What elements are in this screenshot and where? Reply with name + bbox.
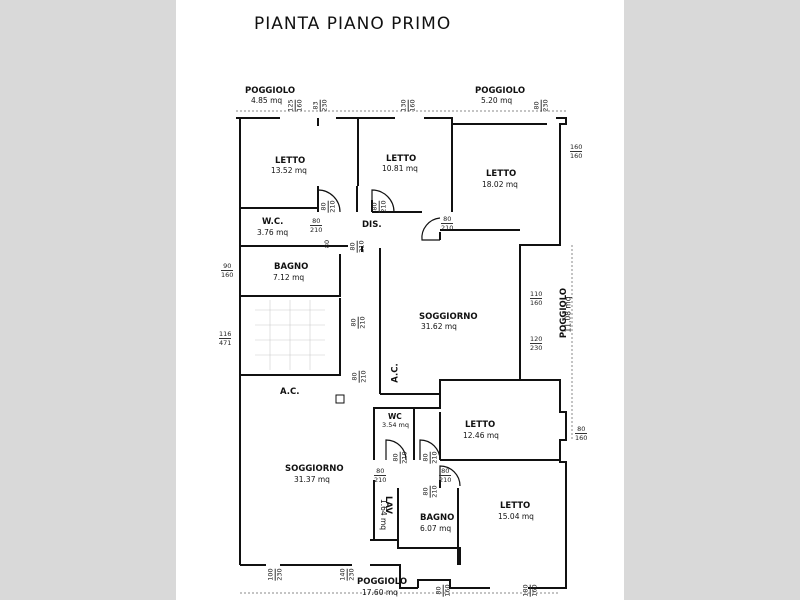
- room-soggiorno-1-name: SOGGIORNO: [419, 312, 478, 322]
- room-bagno-1-area: 7.12 mq: [273, 273, 305, 282]
- room-ac-2-name: A.C.: [280, 387, 300, 397]
- balcony-s-area: 17.60 mq: [362, 588, 398, 597]
- plan-title: PIANTA PIANO PRIMO: [254, 14, 452, 34]
- room-letto-1-area: 13.52 mq: [271, 166, 307, 175]
- room-wc-2-area: 3.54 mq: [382, 421, 409, 429]
- balcony-nw-name: POGGIOLO: [245, 86, 296, 96]
- ac-unit: [335, 394, 345, 404]
- balcony-nw-area: 4.85 mq: [251, 96, 283, 105]
- opening-dim: 80: [323, 239, 332, 249]
- door-swing: [385, 439, 407, 461]
- room-letto-2-area: 10.81 mq: [382, 164, 418, 173]
- room-letto-1-name: LETTO: [275, 156, 306, 166]
- room-letto-3-area: 18.02 mq: [482, 180, 518, 189]
- room-bagno-2-name: BAGNO: [420, 513, 455, 523]
- room-wc-1-area: 3.76 mq: [257, 228, 289, 237]
- room-letto-5-area: 15.04 mq: [498, 512, 534, 521]
- door-swing: [421, 217, 441, 241]
- balcony-e-area: 11.08 mq: [563, 296, 573, 333]
- door-swing: [439, 465, 461, 487]
- room-wc-2-name: WC: [388, 412, 402, 421]
- balcony-ne-name: POGGIOLO: [475, 86, 526, 96]
- stair-grid: [255, 300, 325, 370]
- outer-wall: [236, 117, 567, 589]
- room-letto-4-name: LETTO: [465, 420, 496, 430]
- room-letto-5-name: LETTO: [500, 501, 531, 511]
- room-soggiorno-2-area: 31.37 mq: [294, 475, 330, 484]
- balcony-s-name: POGGIOLO: [357, 577, 408, 587]
- door-swing: [317, 189, 341, 213]
- room-soggiorno-2-name: SOGGIORNO: [285, 464, 344, 474]
- room-letto-3-name: LETTO: [486, 169, 517, 179]
- room-letto-2-name: LETTO: [386, 154, 417, 164]
- door-swing: [371, 189, 395, 213]
- room-soggiorno-1-area: 31.62 mq: [421, 322, 457, 331]
- room-bagno-1-name: BAGNO: [274, 262, 309, 272]
- room-letto-4-area: 12.46 mq: [463, 431, 499, 440]
- balcony-ne-area: 5.20 mq: [481, 96, 513, 105]
- door-swing: [419, 439, 441, 461]
- room-lav-area: 1.64 mq: [379, 498, 389, 531]
- room-bagno-2-area: 6.07 mq: [420, 524, 452, 533]
- drawing-sheet: [176, 0, 624, 600]
- room-dis-name: DIS.: [362, 220, 382, 230]
- room-wc-1-name: W.C.: [262, 217, 284, 227]
- room-ac-1-name: A.C.: [390, 363, 401, 383]
